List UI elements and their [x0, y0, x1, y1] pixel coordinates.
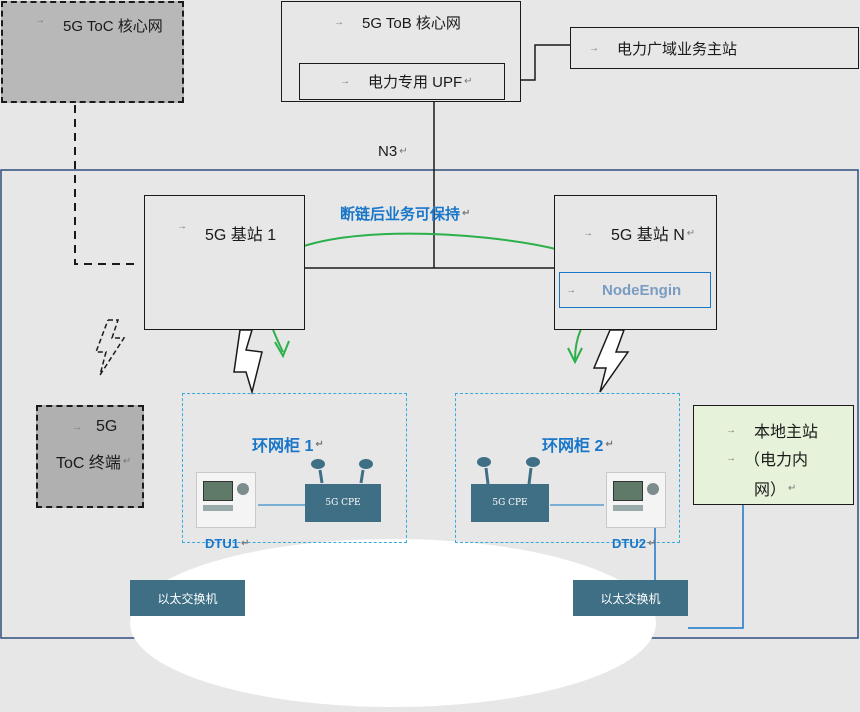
- ethernet-switch-2: 以太交换机: [573, 580, 688, 616]
- keep-alive-wrap: 断链后业务可保持↵: [340, 203, 470, 224]
- nodeengin-node: →NodeEngin: [559, 272, 711, 308]
- local-station-node: →本地主站 →（电力内 网）↵: [693, 405, 854, 505]
- local-station-label-1: 本地主站: [754, 424, 819, 441]
- ring-cabinet-2-title: 环网柜 2: [542, 438, 604, 455]
- tob-core-node: →5G ToB 核心网 →电力专用 UPF↵: [281, 1, 521, 102]
- ring-cabinet-1-title-wrap: 环网柜 1↵: [252, 432, 324, 456]
- dtu-1-label: DTU1: [205, 536, 239, 551]
- toc-terminal-node: →5G ToC 终端↵: [36, 405, 144, 508]
- cpe-1: 5G CPE: [305, 484, 381, 522]
- base-station-1: →5G 基站 1: [144, 195, 305, 330]
- toc-terminal-label-1: 5G: [96, 418, 118, 435]
- upf-label: 电力专用 UPF: [368, 74, 463, 91]
- toc-core-node: →5G ToC 核心网: [1, 1, 184, 103]
- wireless-bolt-1: [233, 329, 263, 395]
- ethernet-switch-2-label: 以太交换机: [600, 591, 661, 606]
- ring-cabinet-1-title: 环网柜 1: [252, 438, 314, 455]
- wide-area-station-node: →电力广域业务主站: [570, 27, 859, 69]
- cpe-2: 5G CPE: [471, 484, 549, 522]
- cpe-1-label: 5G CPE: [325, 498, 361, 508]
- dtu-2-device: [606, 472, 666, 528]
- ethernet-ring-ellipse: [130, 539, 656, 707]
- dtu-1-device: [196, 472, 256, 528]
- base-station-n: →5G 基站 N↵ →NodeEngin: [554, 195, 717, 330]
- toc-core-label: 5G ToC 核心网: [63, 18, 163, 35]
- local-station-label-3: 网）: [754, 482, 787, 499]
- ethernet-switch-1: 以太交换机: [130, 580, 245, 616]
- toc-core-link: [74, 105, 136, 265]
- dtu-2-label-wrap: DTU2↵: [612, 536, 657, 551]
- green-arrow-1: [261, 232, 561, 353]
- wide-area-station-label: 电力广域业务主站: [617, 40, 738, 58]
- ethernet-switch-1-label: 以太交换机: [157, 591, 218, 606]
- base-station-1-label: 5G 基站 1: [205, 227, 277, 244]
- tob-core-label: 5G ToB 核心网: [362, 15, 461, 32]
- upf-node: →电力专用 UPF↵: [299, 63, 505, 100]
- toc-terminal-label-2: ToC 终端: [56, 455, 121, 472]
- n3-label-wrap: N3↵: [378, 143, 408, 160]
- local-station-label-2: （电力内: [744, 452, 809, 469]
- ring-cabinet-2: [455, 393, 680, 543]
- n3-label: N3: [378, 143, 398, 160]
- wireless-bolt-2: [592, 329, 630, 393]
- ring-cabinet-2-title-wrap: 环网柜 2↵: [542, 432, 614, 456]
- wireless-bolt-dashed: [94, 319, 126, 376]
- ring-cabinet-1: [182, 393, 407, 543]
- dtu-1-label-wrap: DTU1↵: [205, 536, 250, 551]
- nodeengin-label: NodeEngin: [602, 281, 682, 299]
- keep-alive-label: 断链后业务可保持: [340, 206, 461, 223]
- cpe-2-label: 5G CPE: [492, 498, 528, 508]
- base-station-n-label: 5G 基站 N: [611, 227, 685, 244]
- dtu-2-label: DTU2: [612, 536, 646, 551]
